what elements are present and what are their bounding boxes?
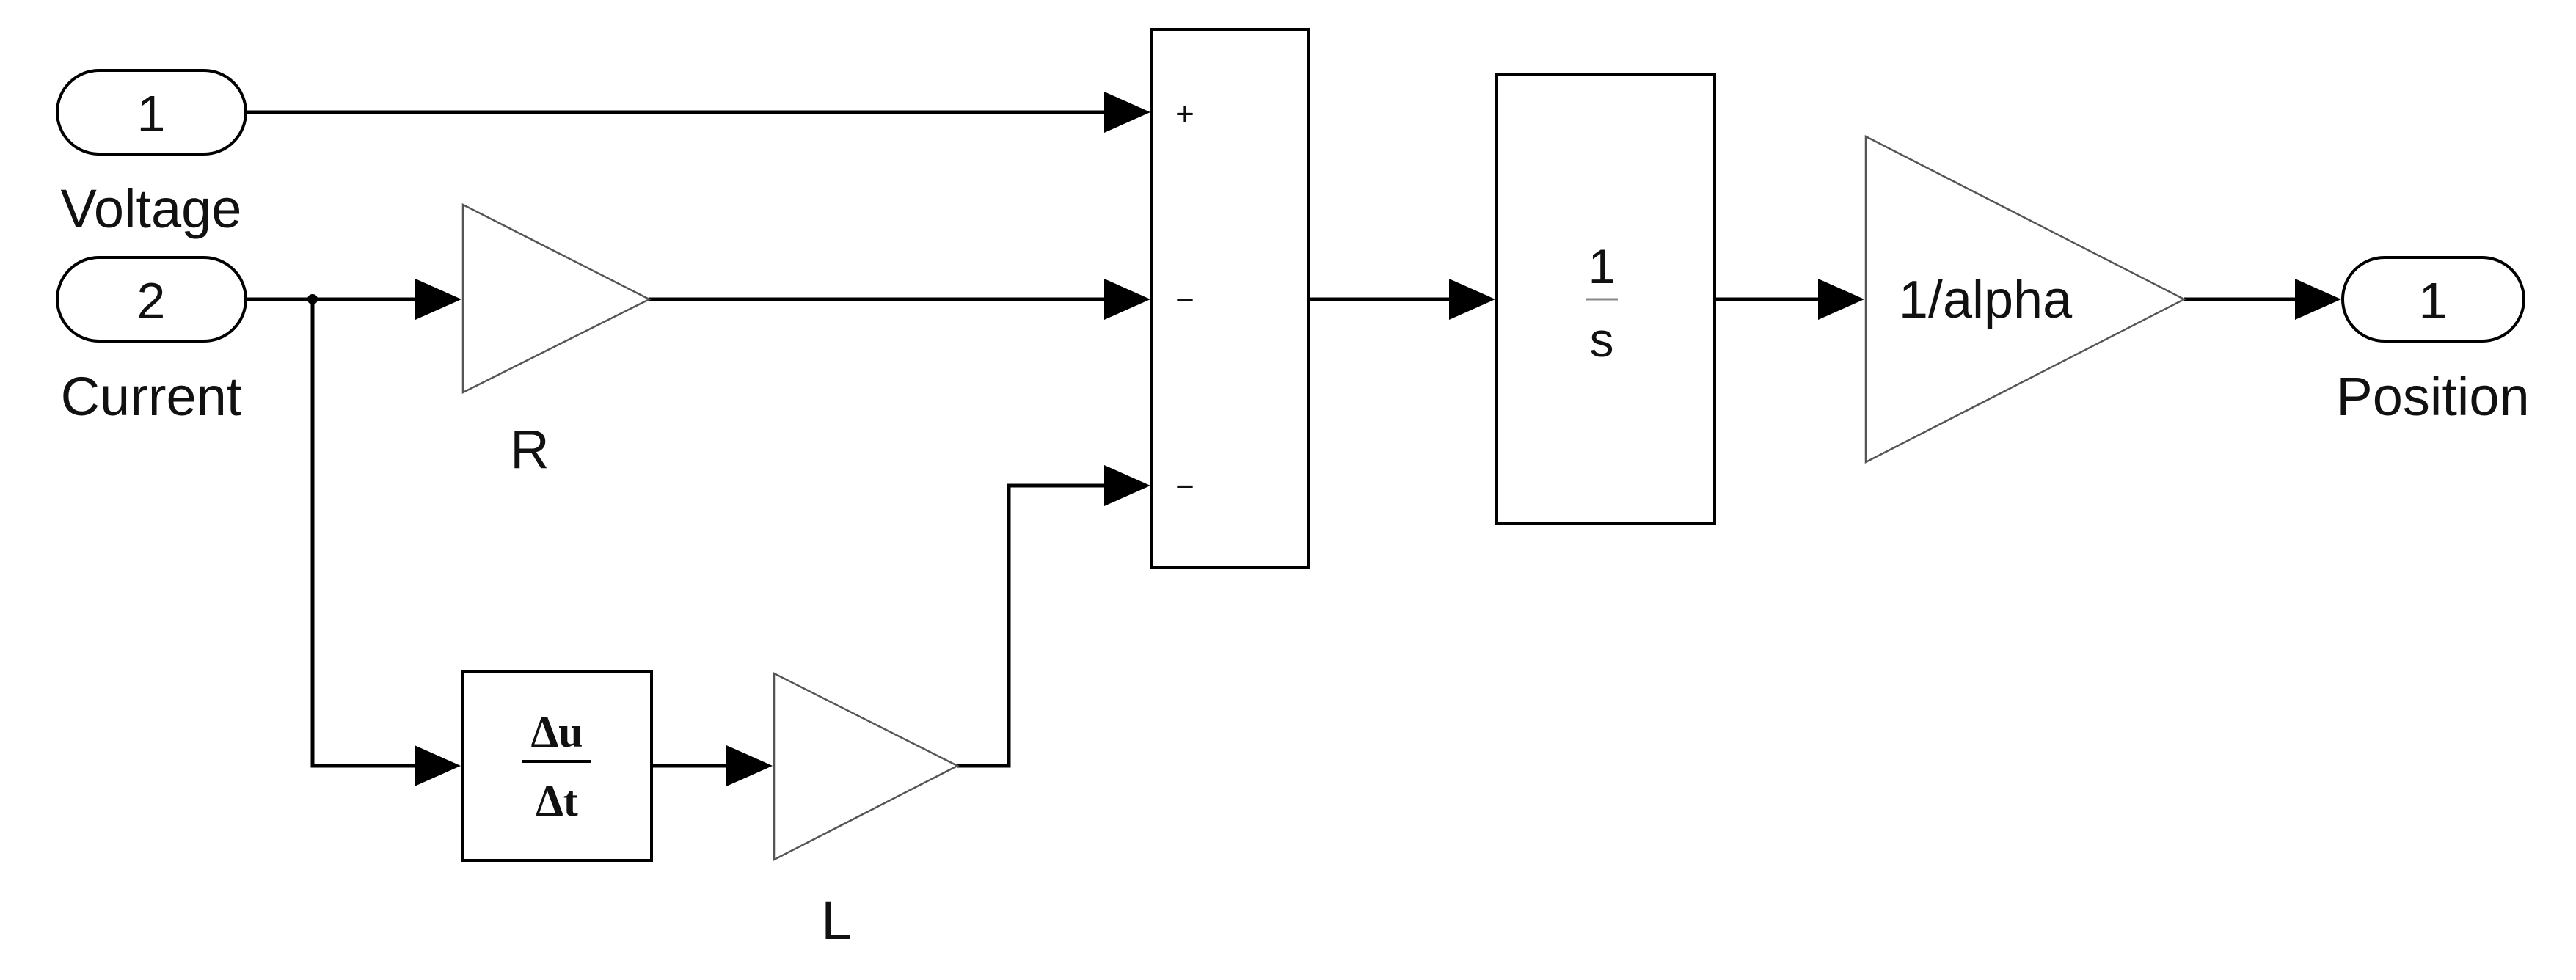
sum-sign-1: + — [1175, 96, 1194, 132]
arrowhead-sum-minus-2 — [1104, 465, 1150, 506]
sum-sign-3: − — [1175, 469, 1194, 505]
arrowhead-gain-r — [415, 279, 461, 320]
outport-position-shape[interactable] — [2341, 256, 2525, 343]
arrowhead-sum-plus — [1104, 92, 1150, 133]
inport-current[interactable]: 2 Current — [56, 256, 247, 427]
wire-junction-to-derivative[interactable] — [310, 299, 415, 768]
sum-block-box[interactable] — [1150, 28, 1310, 569]
integrator-numerator: 1 — [1588, 239, 1616, 293]
signal-lines — [246, 110, 2295, 768]
gain-alpha-triangle[interactable] — [1864, 134, 2186, 464]
arrowhead-integrator — [1449, 279, 1495, 320]
gain-r-label: R — [510, 419, 549, 480]
inport-current-number: 2 — [137, 272, 166, 329]
gain-l-triangle[interactable] — [773, 671, 960, 862]
outport-position[interactable]: 1 Position — [2336, 256, 2530, 427]
gain-block-l[interactable]: L — [773, 671, 960, 951]
inport-current-label: Current — [61, 366, 242, 427]
derivative-block-box[interactable] — [461, 670, 653, 862]
derivative-numerator: Δu — [531, 708, 583, 756]
arrowhead-derivative — [415, 745, 461, 786]
arrowheads — [415, 92, 2341, 786]
outport-position-label: Position — [2336, 366, 2529, 427]
wire-gain-l-to-sum[interactable] — [957, 483, 1104, 768]
inport-voltage-number: 1 — [137, 85, 166, 142]
derivative-denominator: Δt — [536, 777, 578, 825]
sum-block[interactable]: + − − — [1150, 28, 1310, 569]
inport-current-shape[interactable] — [56, 256, 247, 343]
inport-voltage-label: Voltage — [61, 178, 242, 239]
branch-point — [307, 294, 318, 304]
sum-sign-2: − — [1175, 282, 1194, 318]
inport-voltage[interactable]: 1 Voltage — [56, 69, 247, 239]
derivative-block[interactable]: Δu Δt — [461, 670, 653, 862]
gain-alpha-text: 1/alpha — [1899, 271, 2073, 329]
arrowhead-sum-minus-1 — [1104, 279, 1150, 320]
outport-position-number: 1 — [2419, 272, 2448, 329]
integrator-denominator: s — [1590, 312, 1614, 367]
integrator-block[interactable]: 1 s — [1495, 73, 1716, 525]
gain-r-triangle[interactable] — [461, 202, 652, 395]
arrowhead-gain-l — [726, 745, 773, 786]
arrowhead-position — [2295, 279, 2341, 320]
inport-voltage-shape[interactable] — [56, 69, 247, 156]
arrowhead-gain-alpha — [1818, 279, 1864, 320]
gain-block-r[interactable]: R — [461, 202, 652, 480]
gain-l-label: L — [821, 890, 851, 951]
gain-block-alpha[interactable]: 1/alpha — [1864, 134, 2186, 464]
